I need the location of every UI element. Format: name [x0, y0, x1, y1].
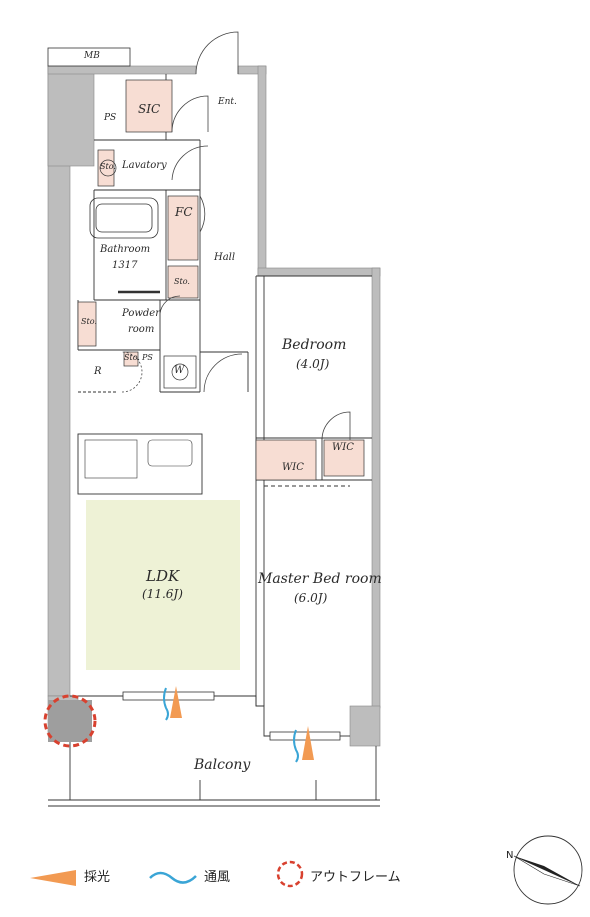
ps-small-label: PS [142, 353, 153, 362]
r-label: R [94, 366, 102, 377]
powder-room-label: room [128, 324, 155, 335]
ldk-size-label: (11.6J) [142, 587, 183, 601]
mb-label: MB [84, 51, 100, 61]
legend-light-label: 採光 [84, 870, 111, 885]
bedroom-label: Bedroom [282, 337, 347, 353]
hall-label: Hall [214, 252, 236, 263]
ldk-label: LDK [146, 567, 180, 585]
outframe-column [43, 694, 97, 748]
ldk-floor [86, 500, 240, 670]
powder-label: Powder [122, 308, 161, 319]
mb-box [47, 47, 131, 67]
master-bedroom-label: Master Bed room [258, 571, 382, 587]
light-markers [170, 686, 314, 760]
lavatory-label: Lavatory [122, 160, 167, 171]
sto-hall-label: Sto. [174, 277, 190, 286]
bathtub [89, 197, 160, 294]
legend-wind-wave [149, 871, 197, 884]
bathroom-size-label: 1317 [112, 260, 138, 271]
balcony-area [48, 736, 380, 807]
compass-icon: N [506, 835, 583, 905]
door-swings [121, 31, 351, 441]
sic-label: SIC [138, 102, 161, 116]
legend-outframe-icon [276, 860, 304, 888]
ps-label: PS [104, 113, 117, 123]
storage-areas [77, 79, 365, 481]
sto-lav-label: Sto. [100, 162, 116, 171]
legend-wind-label: 通風 [204, 870, 231, 885]
balcony-label: Balcony [194, 757, 251, 773]
sto-powder-label: Sto. [81, 317, 97, 326]
wic-label-1: WIC [332, 442, 354, 453]
fc-label: FC [175, 205, 193, 219]
wind-markers [163, 687, 299, 763]
bathroom-label: Bathroom [100, 244, 151, 255]
ent-label: Ent. [218, 97, 237, 107]
master-bedroom-size-label: (6.0J) [294, 591, 328, 605]
windows [122, 691, 341, 741]
bedroom-size-label: (4.0J) [296, 357, 330, 371]
fixtures [99, 159, 197, 389]
legend-outframe-label: アウトフレーム [310, 870, 401, 885]
legend-light-arrow [30, 870, 76, 886]
wic-label-2: WIC [282, 462, 304, 473]
svg-text:N: N [506, 850, 513, 861]
sto-small-label: Sto. [124, 353, 140, 362]
w-label: W [174, 365, 185, 376]
